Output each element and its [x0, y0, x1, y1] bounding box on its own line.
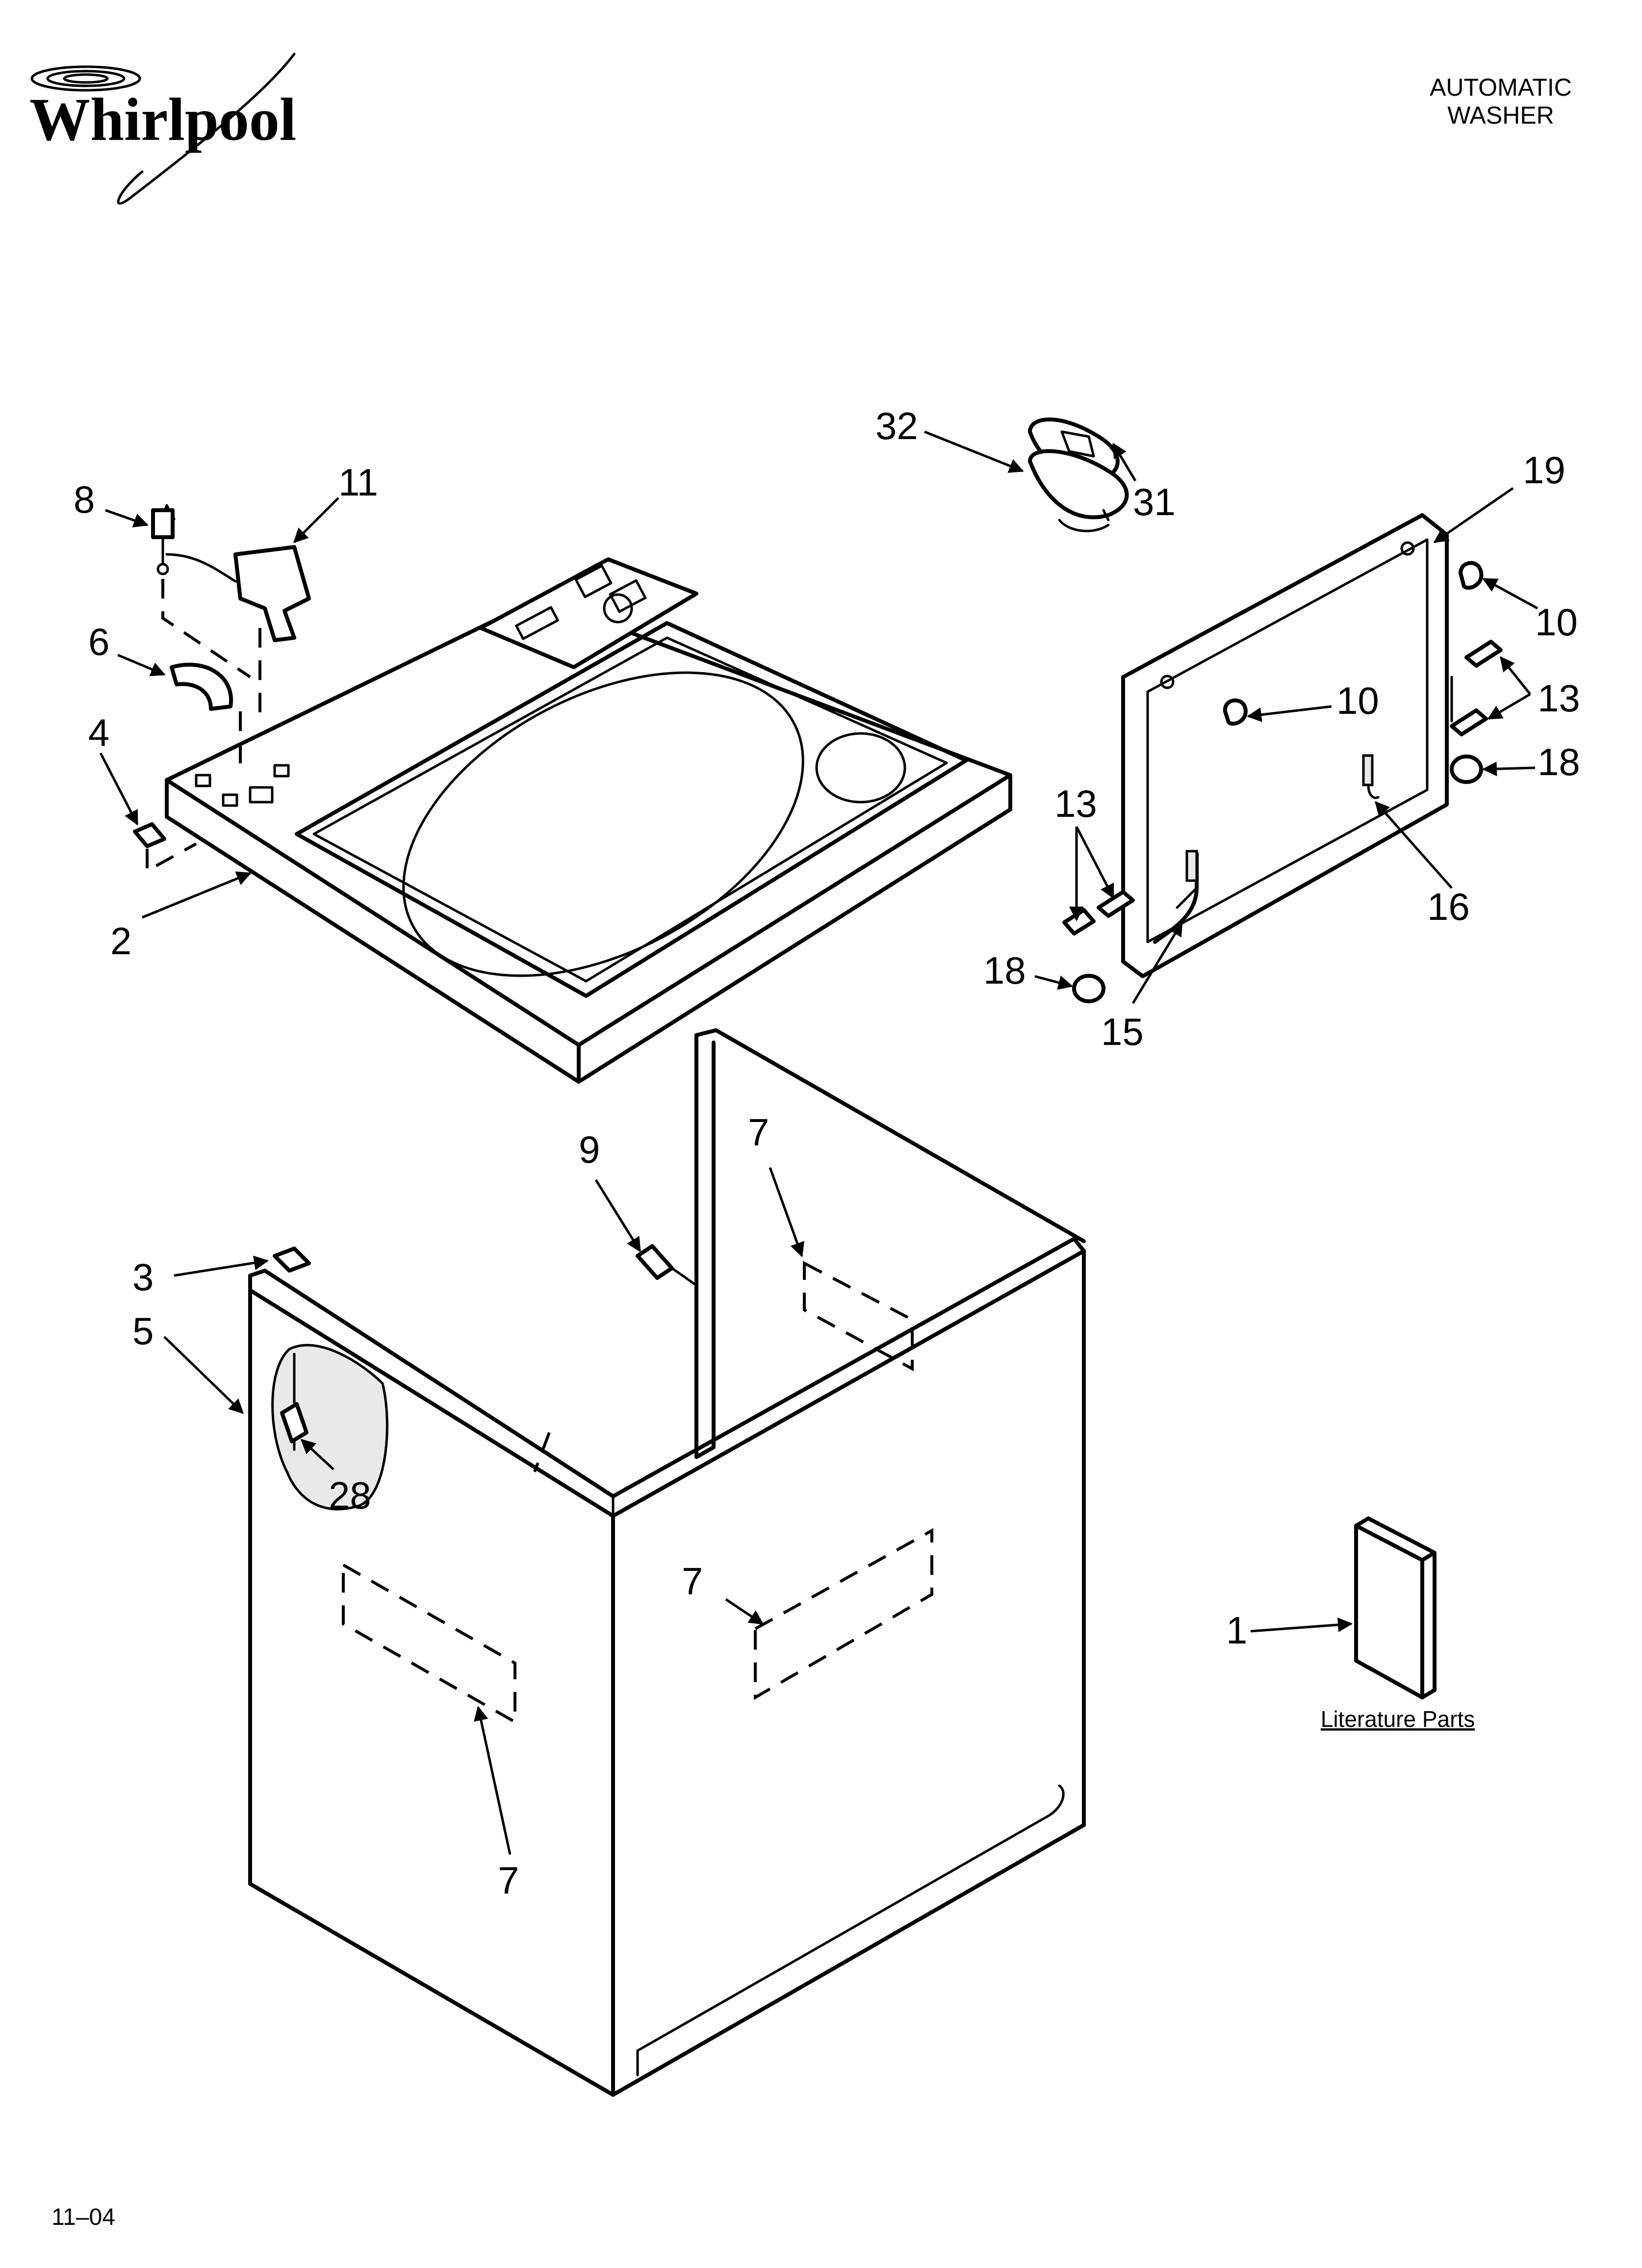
callout-18-right: 18 [1538, 740, 1580, 783]
lid-assembly [1062, 513, 1503, 1003]
top-panel [165, 557, 1012, 1084]
callout-numbers: 8 11 6 4 2 32 31 19 10 10 13 18 16 13 18… [74, 404, 1580, 1902]
callout-32: 32 [875, 404, 918, 447]
callout-5: 5 [132, 1309, 154, 1353]
callout-3: 3 [132, 1255, 154, 1299]
callout-2: 2 [110, 919, 131, 963]
callout-10-right: 10 [1535, 600, 1578, 644]
callout-8: 8 [74, 478, 95, 521]
callout-6: 6 [88, 620, 109, 663]
lid-switch-assembly [133, 504, 311, 874]
brand-name: Whirlpool [29, 86, 296, 153]
footer-date: 11–04 [51, 2204, 115, 2230]
callout-28: 28 [329, 1474, 371, 1517]
callout-19: 19 [1523, 448, 1565, 492]
header-line-1: AUTOMATIC [1430, 74, 1572, 101]
callout-15: 15 [1101, 1010, 1144, 1053]
callout-18-left: 18 [983, 949, 1026, 992]
leader-lines [99, 430, 1539, 1855]
literature-label: Literature Parts [1321, 1706, 1475, 1732]
callout-10-left: 10 [1336, 679, 1379, 722]
whirlpool-logo: Whirlpool [29, 52, 296, 205]
callout-4: 4 [88, 711, 109, 754]
knob-assembly [1028, 417, 1129, 532]
swirl-logo-icon [30, 52, 296, 205]
cabinet [248, 1028, 1086, 2097]
callout-7-rear: 7 [748, 1111, 769, 1154]
literature-parts: Literature Parts [1321, 1516, 1475, 1732]
callout-13-left: 13 [1054, 782, 1097, 825]
callout-31: 31 [1133, 480, 1176, 523]
callout-1: 1 [1226, 1609, 1247, 1652]
callout-13-right: 13 [1538, 677, 1580, 720]
callout-11: 11 [338, 461, 378, 504]
header-line-2: WASHER [1447, 102, 1554, 129]
callout-16: 16 [1427, 885, 1470, 928]
callout-7-right: 7 [682, 1560, 703, 1603]
callout-7-left: 7 [498, 1859, 519, 1902]
callout-9: 9 [579, 1128, 600, 1171]
